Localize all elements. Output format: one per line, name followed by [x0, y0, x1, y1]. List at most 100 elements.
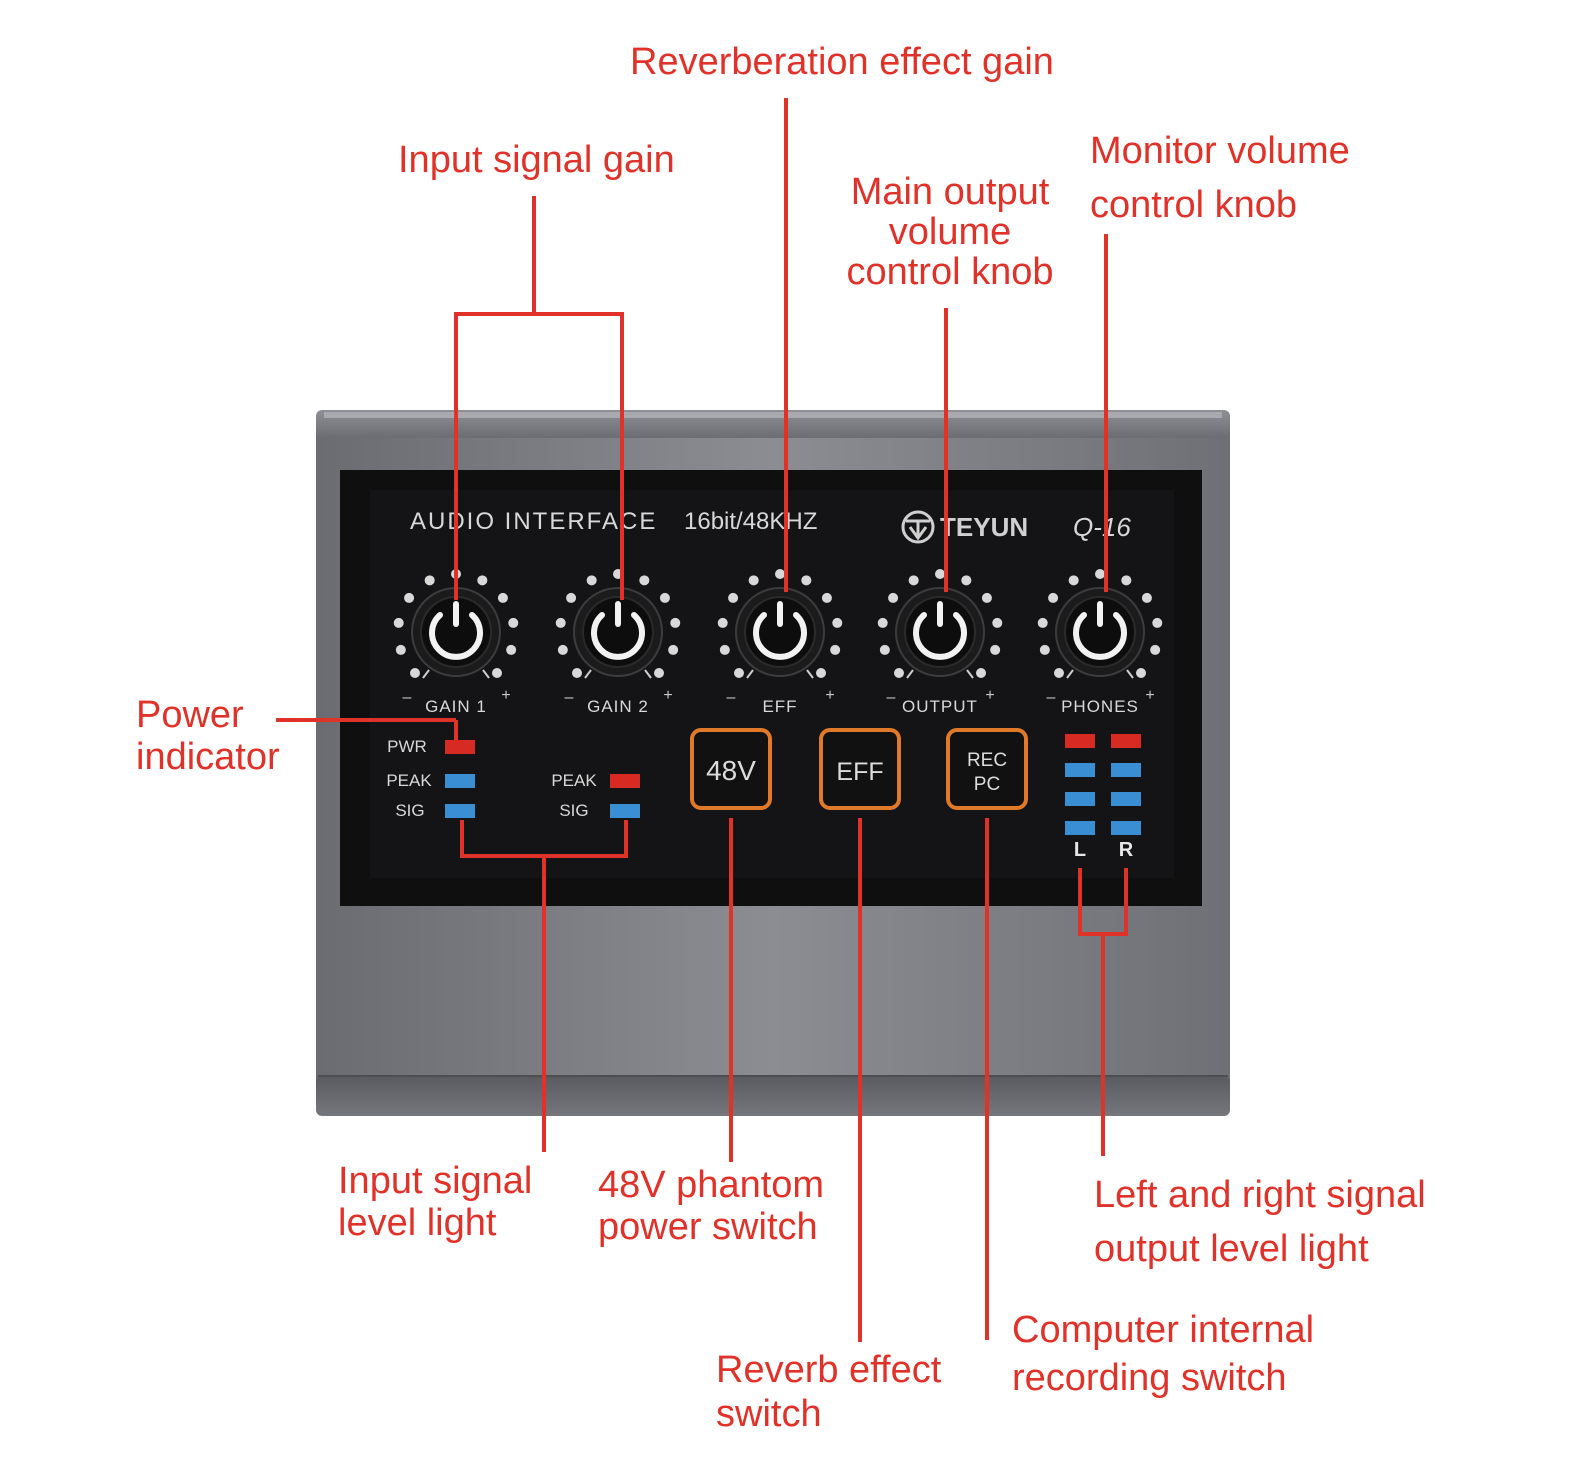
knob-scale-dot [424, 575, 435, 586]
knob-plus-label: + [501, 687, 510, 704]
right-meter-led [1111, 821, 1141, 835]
main-output-callout-line2: volume [888, 211, 1012, 253]
monitor-callout-line1: Monitor volume [1090, 130, 1350, 172]
knob-scale-dot [1136, 668, 1147, 679]
knob-scale-dot [409, 668, 420, 679]
knob-scale-dot [1068, 575, 1079, 586]
reverb-switch-callout-line2: switch [716, 1393, 822, 1435]
phantom-callout-line2: power switch [598, 1206, 818, 1248]
reverb-gain-callout: Reverberation effect gain [630, 42, 1054, 82]
input-gain-leader [454, 196, 536, 600]
eff-button-label: EFF [836, 758, 883, 786]
knob-scale-dot [668, 644, 679, 655]
knob-scale-dot [497, 592, 508, 603]
eff-button[interactable]: EFF [819, 728, 901, 810]
knob-gain-2[interactable]: –+GAIN 2 [555, 569, 681, 716]
knob-scale-dot [748, 575, 759, 586]
lr-level-callout: Left and right signal output level light [1094, 1168, 1426, 1276]
knob-scale-dot [639, 575, 650, 586]
sig-label-ch2: SIG [559, 801, 588, 820]
knob-scale-dot [733, 668, 744, 679]
spec-label: 16bit/48KHZ [684, 508, 817, 535]
knob-plus-label: + [663, 687, 672, 704]
knob-scale-dot [908, 575, 919, 586]
knob-indicator-ring [753, 612, 807, 660]
knob-scale-dot [961, 575, 972, 586]
knob-gain-1[interactable]: –+GAIN 1 [393, 569, 519, 716]
rec-switch-callout-line2: recording switch [1012, 1357, 1287, 1399]
left-meter-led [1065, 763, 1095, 777]
left-meter-led [1065, 792, 1095, 806]
knob-scale-dot [1037, 617, 1048, 628]
knob-scale-dot [877, 617, 888, 628]
phantom-callout: 48V phantom power switch [598, 1164, 824, 1248]
knob-indicator-ring [429, 612, 483, 660]
input-gain-callout: Input signal gain [398, 140, 675, 180]
knob-scale-dot [775, 569, 785, 579]
monitor-callout-line2: control knob [1090, 184, 1298, 226]
phantom-48v-button[interactable]: 48V [690, 728, 772, 810]
knob-scale-dot [395, 644, 406, 655]
model-name: Q-16 [1073, 512, 1131, 542]
knob-indicator-ring [591, 612, 645, 660]
knob-scale-dot [1121, 575, 1132, 586]
input-level-callout: Input signal level light [338, 1160, 532, 1244]
knob-scale-dot [976, 668, 987, 679]
meter-left-label: L [1074, 839, 1086, 861]
knob-scale-dot [506, 644, 517, 655]
input-level-callout-line2: level light [338, 1202, 497, 1244]
knob-scale-dot [1150, 644, 1161, 655]
knob-plus-label: + [985, 687, 994, 704]
knob-scale-dot [557, 644, 568, 655]
knob-scale-dot [717, 617, 728, 628]
knob-scale-dot [1152, 617, 1163, 628]
sig-label-ch1: SIG [395, 801, 424, 820]
knob-scale-dot [393, 617, 404, 628]
knob-phones[interactable]: –+PHONES [1037, 569, 1163, 716]
pwr-led [445, 740, 475, 754]
knob-scale-dot [1141, 592, 1152, 603]
rec-pc-button-line2: PC [974, 774, 1000, 795]
output-level-meter [1065, 734, 1141, 835]
main-output-callout-line3: control knob [846, 251, 1054, 293]
knob-scale-dot [1053, 668, 1064, 679]
power-callout-line2: indicator [136, 736, 280, 778]
knob-scale-dot [830, 644, 841, 655]
knob-scale-dot [821, 592, 832, 603]
knob-scale-dot [566, 592, 577, 603]
rec-switch-callout-line1: Computer internal [1012, 1309, 1315, 1351]
meter-right-label: R [1119, 839, 1134, 861]
right-meter-led [1111, 792, 1141, 806]
input-gain-callout-line: Input signal gain [398, 139, 675, 181]
knob-label: PHONES [1061, 697, 1139, 716]
left-meter-led [1065, 821, 1095, 835]
rec-pc-button[interactable]: REC PC [946, 728, 1028, 810]
knob-scale-dot [404, 592, 415, 603]
left-meter-led [1065, 734, 1095, 748]
knob-label: OUTPUT [902, 697, 978, 716]
phantom-callout-line1: 48V phantom [598, 1164, 825, 1206]
knob-scale-dot [571, 668, 582, 679]
sig-led-ch2 [610, 804, 640, 818]
knob-scale-dot [1039, 644, 1050, 655]
knob-scale-dot [477, 575, 488, 586]
knob-output[interactable]: –+OUTPUT [877, 569, 1003, 716]
knob-scale-dot [888, 592, 899, 603]
input-gain-leader-2 [534, 312, 624, 600]
knob-minus-label: – [565, 689, 574, 706]
reverb-switch-callout-line1: Reverb effect [716, 1349, 942, 1391]
teyun-logo-icon [901, 510, 935, 544]
sig-led-ch1 [445, 804, 475, 818]
peak-label-ch2: PEAK [551, 771, 597, 790]
knob-scale-dot [893, 668, 904, 679]
knob-eff[interactable]: –+EFF [717, 569, 843, 716]
knob-scale-dot [586, 575, 597, 586]
knob-scale-dot [832, 617, 843, 628]
input-level-callout-line1: Input signal [338, 1160, 533, 1202]
knob-scale-dot [990, 644, 1001, 655]
right-meter-led [1111, 763, 1141, 777]
peak-label-ch1: PEAK [386, 771, 432, 790]
callout-leader-lines [276, 98, 1128, 1342]
knob-scale-dot [670, 617, 681, 628]
reverb-gain-callout-line: Reverberation effect gain [630, 41, 1054, 83]
